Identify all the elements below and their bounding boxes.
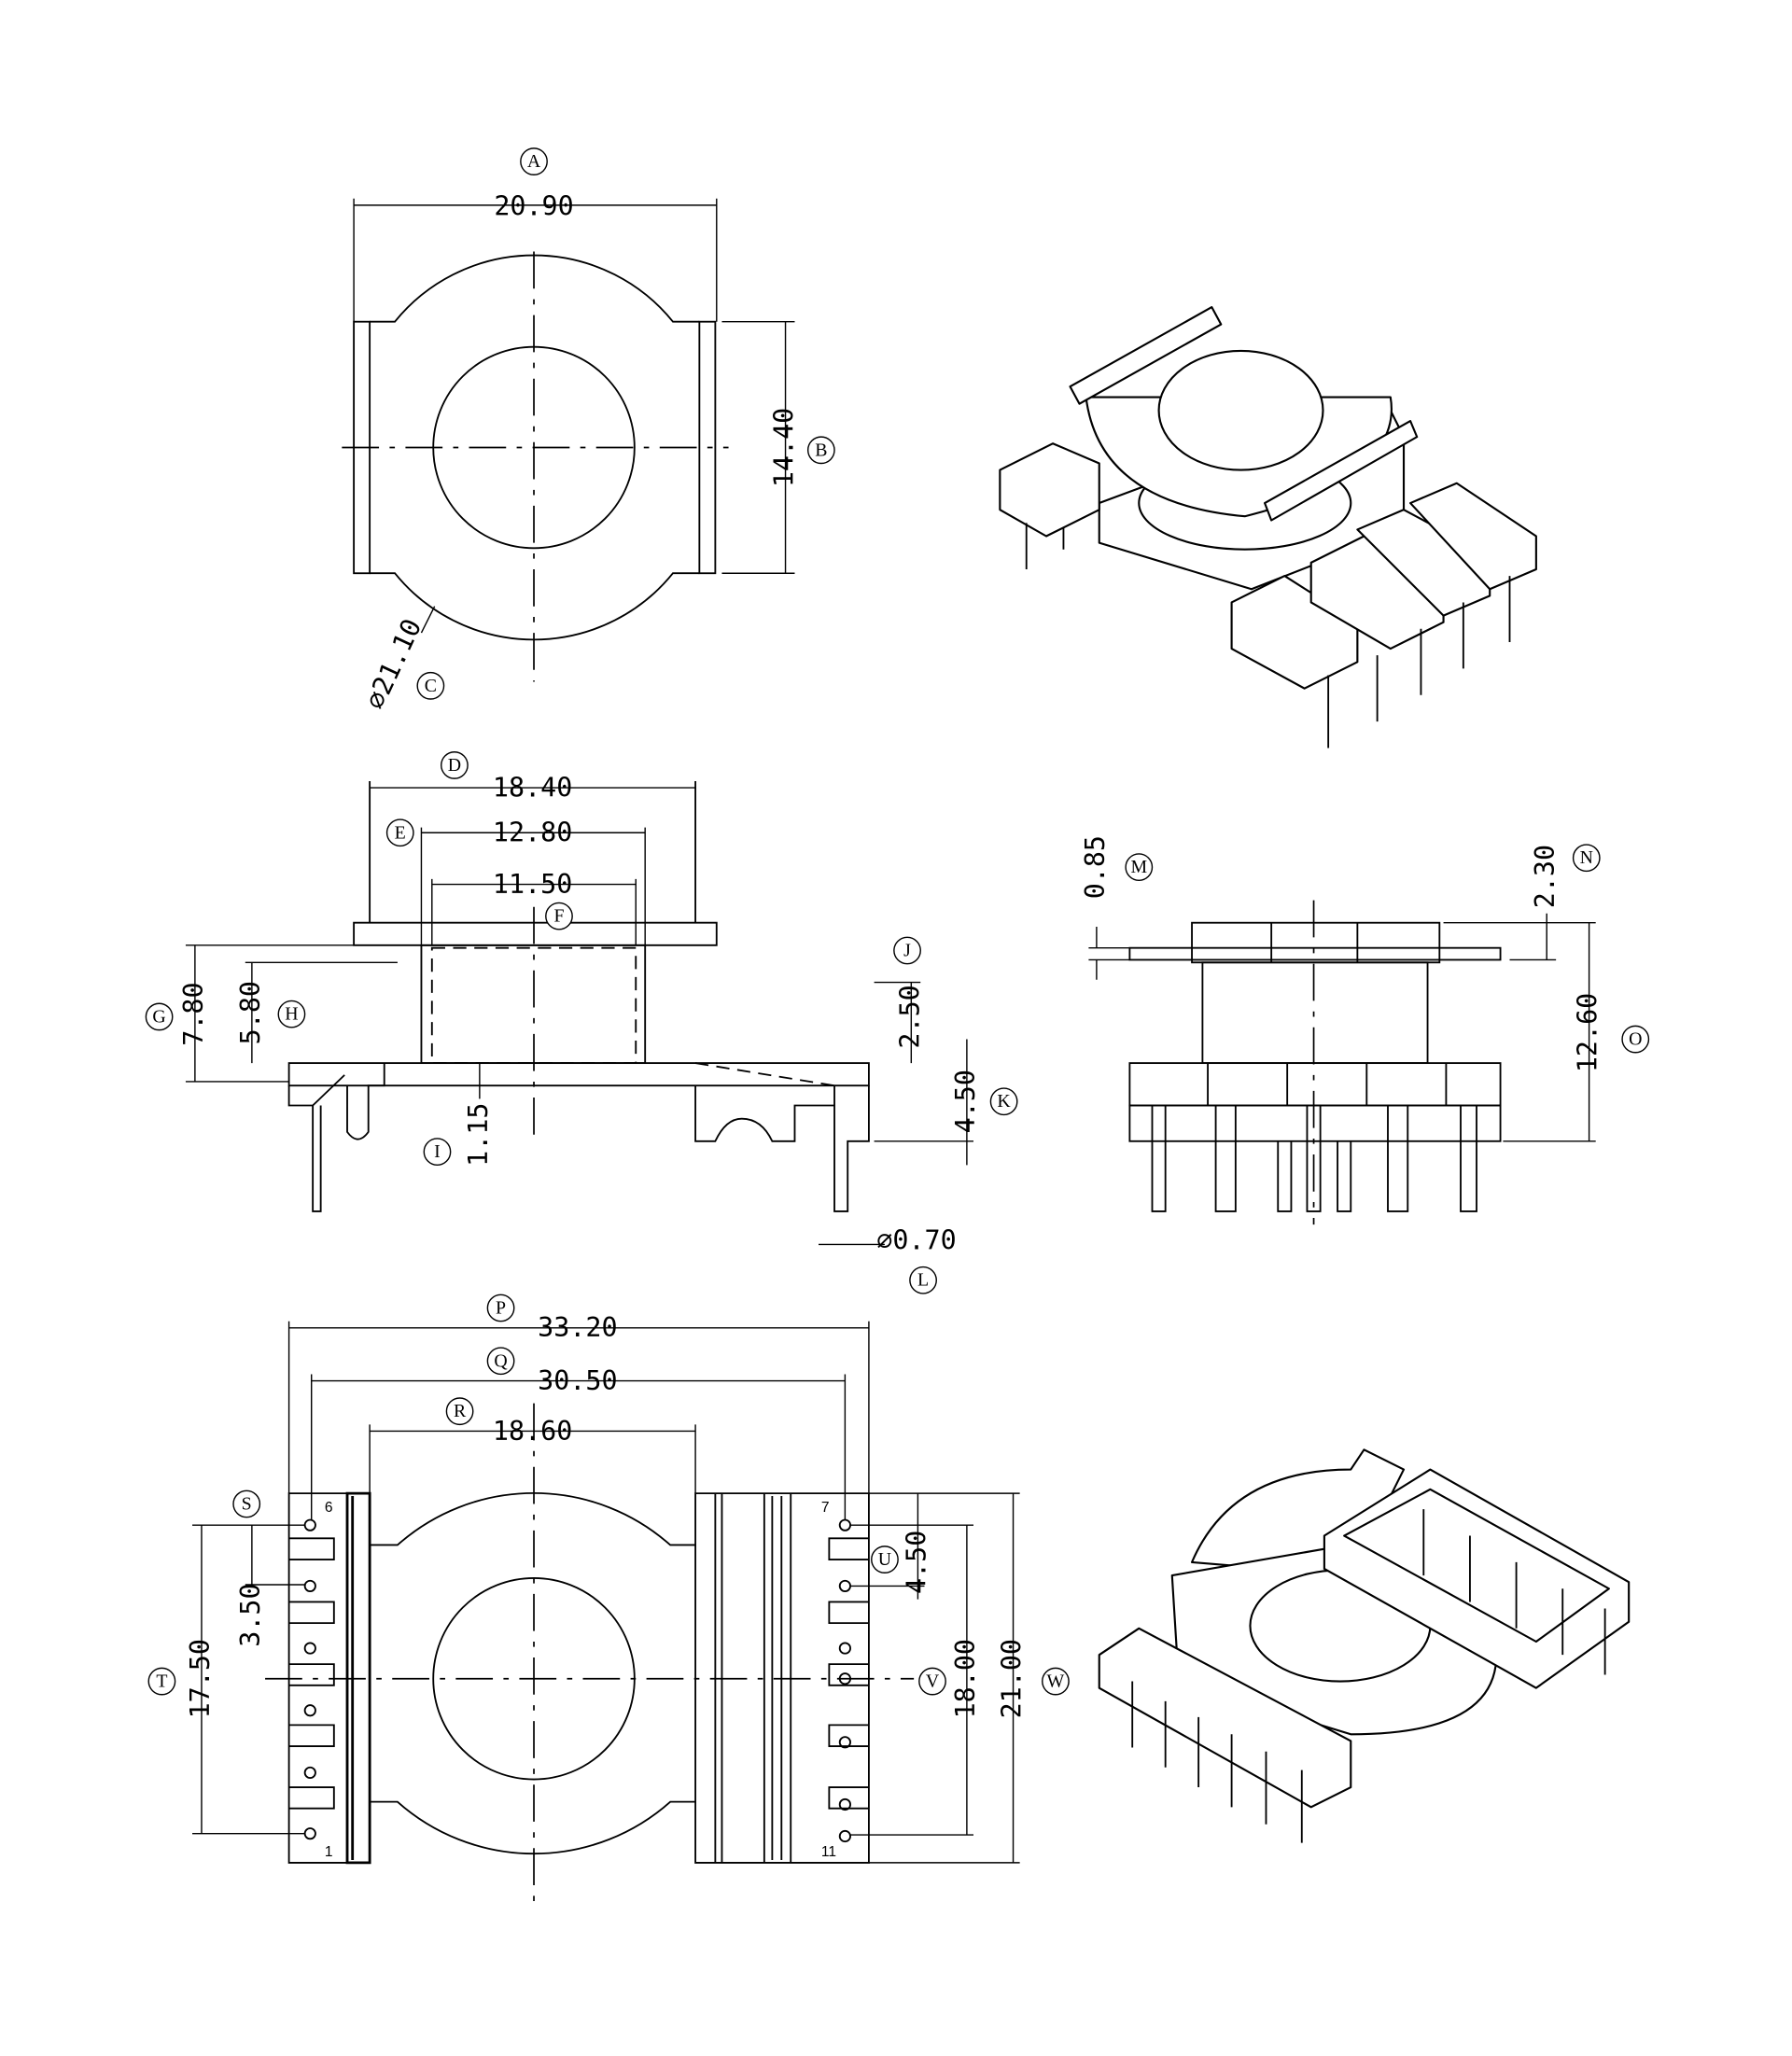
dim-u-value: 4.50 bbox=[901, 1531, 931, 1594]
dim-v-marker: V bbox=[918, 1667, 946, 1696]
dim-g-value: 7.80 bbox=[178, 982, 209, 1045]
svg-text:U: U bbox=[878, 1549, 891, 1570]
dim-i-value: 1.15 bbox=[463, 1103, 494, 1167]
svg-text:B: B bbox=[815, 440, 827, 460]
dim-m-value: 0.85 bbox=[1080, 835, 1111, 899]
dim-l-marker: L bbox=[909, 1266, 937, 1294]
dim-f-value: 11.50 bbox=[493, 869, 572, 900]
svg-text:R: R bbox=[454, 1401, 467, 1421]
pin-number-7: 7 bbox=[821, 1500, 830, 1516]
svg-text:C: C bbox=[425, 676, 437, 696]
svg-text:O: O bbox=[1629, 1029, 1642, 1050]
svg-text:K: K bbox=[997, 1091, 1011, 1112]
dim-t-marker: T bbox=[147, 1667, 176, 1696]
svg-text:W: W bbox=[1047, 1671, 1065, 1692]
dim-o-marker: O bbox=[1621, 1025, 1650, 1054]
isometric-view-bottom bbox=[1098, 1448, 1631, 1843]
dim-r-marker: R bbox=[445, 1397, 474, 1426]
svg-text:Q: Q bbox=[494, 1350, 507, 1371]
dim-c-value: ⌀21.10 bbox=[359, 614, 427, 714]
dim-p-value: 33.20 bbox=[538, 1312, 617, 1343]
dim-o-value: 12.60 bbox=[1573, 993, 1603, 1072]
dim-r-value: 18.60 bbox=[493, 1416, 572, 1447]
dim-s-value: 3.50 bbox=[235, 1583, 266, 1646]
svg-text:I: I bbox=[434, 1141, 441, 1162]
dim-w-value: 21.00 bbox=[997, 1639, 1028, 1718]
dim-g-marker: G bbox=[145, 1002, 174, 1031]
dim-l-value: ⌀0.70 bbox=[876, 1225, 956, 1256]
dim-t-value: 17.50 bbox=[185, 1639, 216, 1718]
svg-text:P: P bbox=[496, 1298, 506, 1319]
svg-text:H: H bbox=[285, 1004, 298, 1025]
dim-k-marker: K bbox=[989, 1087, 1018, 1116]
dim-m-marker: M bbox=[1125, 853, 1154, 882]
dim-e-marker: E bbox=[385, 818, 414, 847]
svg-text:M: M bbox=[1130, 857, 1147, 877]
svg-text:V: V bbox=[926, 1671, 940, 1692]
dim-n-marker: N bbox=[1572, 844, 1601, 873]
dim-q-marker: Q bbox=[486, 1347, 515, 1376]
dim-a-marker: A bbox=[520, 147, 548, 175]
dim-u-marker: U bbox=[871, 1545, 899, 1573]
dim-v-value: 18.00 bbox=[950, 1639, 981, 1718]
dim-c-marker: C bbox=[416, 671, 445, 700]
dim-j-marker: J bbox=[893, 936, 921, 965]
dim-d-marker: D bbox=[441, 751, 469, 779]
dim-b-marker: B bbox=[806, 436, 835, 465]
dim-h-value: 5.80 bbox=[235, 981, 266, 1044]
dim-s-marker: S bbox=[232, 1490, 261, 1518]
svg-text:E: E bbox=[395, 822, 406, 843]
dim-w-marker: W bbox=[1042, 1667, 1070, 1696]
dim-a-value: 20.90 bbox=[494, 191, 573, 222]
dim-d-value: 18.40 bbox=[493, 772, 572, 803]
svg-text:A: A bbox=[527, 151, 541, 172]
pin-number-6: 6 bbox=[325, 1500, 333, 1516]
front-view bbox=[1088, 900, 1596, 1225]
dim-h-marker: H bbox=[277, 1000, 306, 1028]
pin-number-1: 1 bbox=[325, 1844, 333, 1860]
svg-text:N: N bbox=[1580, 847, 1593, 868]
svg-text:F: F bbox=[553, 906, 564, 927]
bottom-view bbox=[192, 1321, 1020, 1907]
dim-p-marker: P bbox=[486, 1294, 515, 1322]
top-view bbox=[342, 198, 795, 682]
svg-text:T: T bbox=[156, 1671, 167, 1692]
pin-number-11: 11 bbox=[821, 1844, 836, 1860]
dim-n-value: 2.30 bbox=[1530, 845, 1561, 908]
dim-b-value: 14.40 bbox=[769, 408, 800, 487]
dim-k-value: 4.50 bbox=[950, 1070, 981, 1133]
dim-q-value: 30.50 bbox=[538, 1365, 617, 1396]
dim-i-marker: I bbox=[423, 1138, 452, 1167]
isometric-view-top bbox=[999, 306, 1537, 748]
dim-j-value: 2.50 bbox=[894, 985, 925, 1048]
svg-text:G: G bbox=[152, 1006, 165, 1027]
svg-text:J: J bbox=[903, 941, 911, 961]
dim-f-marker: F bbox=[545, 902, 573, 930]
svg-text:D: D bbox=[448, 755, 461, 776]
dim-e-value: 12.80 bbox=[493, 818, 572, 848]
svg-text:L: L bbox=[917, 1270, 929, 1291]
side-view bbox=[185, 780, 973, 1246]
svg-text:S: S bbox=[242, 1493, 252, 1514]
